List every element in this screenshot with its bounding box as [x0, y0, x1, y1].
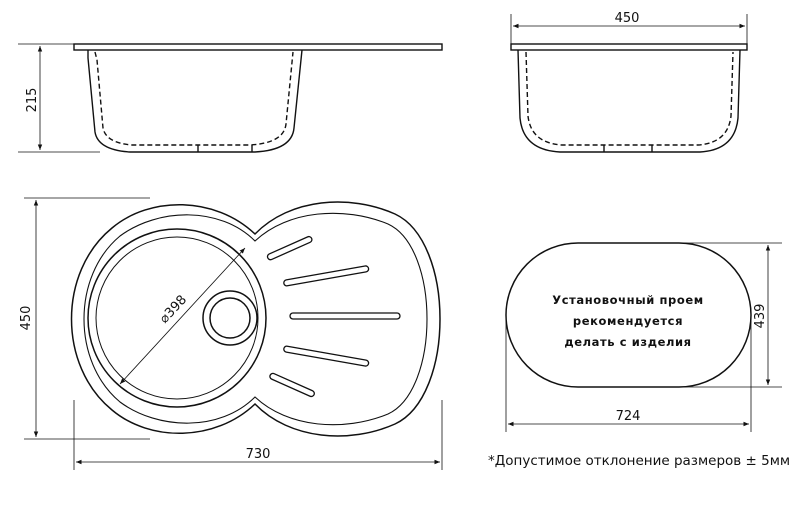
bowl-outer-circle	[87, 228, 267, 408]
front-view-bowl-outer	[517, 49, 741, 153]
side-depth-label: 215	[25, 88, 40, 113]
side-depth-dimension	[18, 43, 100, 153]
front-width-dimension	[510, 14, 748, 44]
side-view-bowl-inner	[94, 51, 294, 146]
top-view-outer-contour	[70, 201, 441, 437]
side-view-bowl-outer	[87, 49, 303, 153]
top-height-label: 450	[19, 306, 34, 331]
cutout-height-dimension	[679, 242, 782, 388]
side-view-rim	[73, 43, 443, 51]
top-width-dimension	[73, 400, 443, 470]
cutout-width-dimension	[505, 320, 752, 432]
bowl-inner-circle	[95, 236, 259, 400]
cutout-text-line-3: делать с изделия	[564, 335, 691, 349]
top-view	[70, 201, 441, 437]
top-width-label: 730	[246, 447, 271, 462]
side-view	[73, 43, 443, 153]
front-width-label: 450	[615, 11, 640, 26]
front-view-rim	[510, 43, 748, 51]
drain-outer-circle	[202, 290, 258, 346]
top-height-dimension	[24, 197, 150, 440]
front-view	[510, 43, 748, 153]
diameter-leader	[119, 247, 246, 385]
top-view-inner-rim	[83, 212, 428, 426]
tolerance-note: *Допустимое отклонение размеров ± 5мм	[488, 453, 790, 469]
cutout-text-line-1: Установочный проем	[552, 293, 704, 307]
cutout-height-label: 439	[753, 304, 768, 329]
diameter-label: ⌀398	[157, 293, 190, 327]
cutout-text-line-2: рекомендуется	[573, 314, 683, 328]
drainboard-grooves	[266, 235, 401, 398]
front-view-bowl-inner	[525, 51, 734, 146]
drain-inner-circle	[209, 297, 251, 339]
cutout-width-label: 724	[616, 409, 641, 424]
